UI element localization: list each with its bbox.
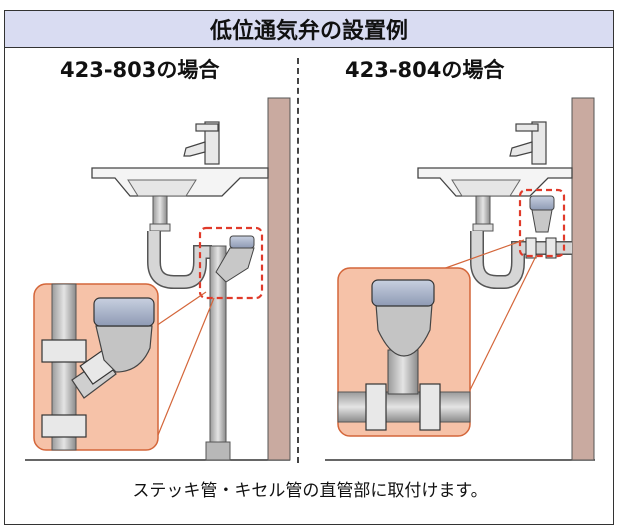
sink-icon xyxy=(92,168,268,196)
wall-icon xyxy=(268,98,290,460)
faucet-icon xyxy=(510,122,546,164)
vent-valve-icon xyxy=(530,196,554,232)
sink-icon xyxy=(418,168,572,196)
panel-803 xyxy=(25,98,290,460)
pipe-icon xyxy=(473,196,572,282)
zoom-callout-icon xyxy=(34,284,158,450)
installation-note: ステッキ管・キセル管の直管部に取付けます。 xyxy=(0,476,620,501)
zoom-callout-icon xyxy=(338,268,470,436)
panel-804 xyxy=(325,98,595,460)
wall-icon xyxy=(572,98,594,460)
faucet-icon xyxy=(184,122,219,164)
pipe-icon xyxy=(150,196,230,460)
